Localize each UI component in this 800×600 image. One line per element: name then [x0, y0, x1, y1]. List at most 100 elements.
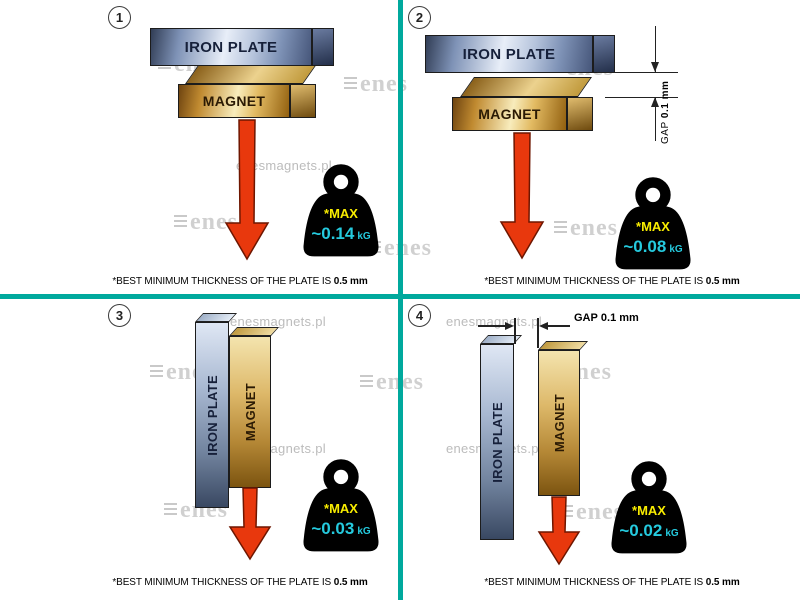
- panel-4-number: 4: [408, 304, 431, 327]
- iron-plate-label: IRON PLATE: [204, 374, 220, 456]
- gap-label: GAP 0.1 mm: [574, 312, 639, 324]
- weight-icon: *MAX ~0.08 kG: [610, 174, 696, 276]
- magnet-top-face: [229, 327, 280, 336]
- footnote-bold: 0.5 mm: [705, 577, 740, 588]
- logo-bars-icon: [554, 221, 567, 236]
- magnet-top-face: [538, 341, 589, 350]
- iron-plate: IRON PLATE: [150, 28, 312, 66]
- magnet-side: [567, 97, 593, 131]
- logo-bars-icon: [150, 365, 163, 380]
- iron-plate-side: [593, 35, 615, 73]
- iron-plate: IRON PLATE: [480, 344, 514, 540]
- iron-plate-label: IRON PLATE: [184, 38, 278, 56]
- weight-max-label: *MAX: [324, 500, 358, 516]
- gap-word: GAP: [660, 121, 671, 144]
- weight-icon: *MAX ~0.03 kG: [298, 456, 384, 558]
- logo-text: enes: [570, 215, 618, 241]
- footnote: *BEST MINIMUM THICKNESS OF THE PLATE IS …: [50, 577, 430, 588]
- pull-force-arrow: [498, 132, 546, 265]
- magnet-label: MAGNET: [242, 382, 258, 442]
- magnet-label: MAGNET: [202, 93, 266, 109]
- extension-line: [605, 97, 678, 98]
- dimension-arrow-down-icon: [651, 62, 659, 72]
- weight-icon: *MAX ~0.02 kG: [606, 458, 692, 560]
- watermark-site: enesmagnets.pl: [446, 314, 542, 329]
- weight-value: ~0.08 kG: [610, 237, 696, 257]
- magnet: MAGNET: [538, 350, 580, 496]
- weight-value: ~0.03 kG: [298, 519, 384, 539]
- watermark-site: enesmagnets.pl: [230, 314, 326, 329]
- iron-plate: IRON PLATE: [195, 322, 229, 508]
- pull-force-arrow: [537, 496, 581, 571]
- footnote: *BEST MINIMUM THICKNESS OF THE PLATE IS …: [422, 276, 800, 287]
- gap-value: 0.1 mm: [660, 80, 671, 119]
- iron-plate-side: [312, 28, 334, 66]
- magnet-label: MAGNET: [551, 393, 567, 453]
- weight-value-number: ~0.03: [311, 519, 355, 539]
- dimension-line: [655, 26, 656, 73]
- footnote-bold: 0.5 mm: [333, 276, 368, 287]
- panel-1-number: 1: [108, 6, 131, 29]
- extension-line: [514, 318, 516, 344]
- divider-vertical: [398, 0, 403, 600]
- iron-plate-label: IRON PLATE: [489, 401, 505, 483]
- extension-line: [537, 318, 539, 348]
- watermark-logo: enes: [164, 498, 228, 522]
- weight-max-label: *MAX: [324, 205, 358, 221]
- weight-value-unit: kG: [357, 526, 371, 538]
- panel-2-number: 2: [408, 6, 431, 29]
- weight-value-unit: kG: [357, 231, 371, 243]
- weight-value-unit: kG: [665, 528, 679, 540]
- footnote-bold: 0.5 mm: [333, 577, 368, 588]
- footnote-text: *BEST MINIMUM THICKNESS OF THE PLATE IS: [112, 276, 334, 287]
- magnet: MAGNET: [178, 84, 290, 118]
- weight-icon: *MAX ~0.14 kG: [298, 161, 384, 263]
- divider-horizontal: [0, 294, 800, 299]
- magnet: MAGNET: [229, 336, 271, 488]
- gap-value: 0.1 mm: [600, 312, 639, 324]
- magnet-top-face: [185, 64, 318, 84]
- weight-max-label: *MAX: [632, 502, 666, 518]
- magnet: MAGNET: [452, 97, 567, 131]
- footnote-text: *BEST MINIMUM THICKNESS OF THE PLATE IS: [484, 276, 706, 287]
- dimension-line: [478, 325, 506, 327]
- panel-3-number: 3: [108, 304, 131, 327]
- watermark-logo: enes: [554, 216, 618, 240]
- weight-value: ~0.02 kG: [606, 521, 692, 541]
- leader-line: [548, 325, 570, 327]
- magnet-top-face: [460, 77, 593, 97]
- iron-plate-top-face: [480, 335, 523, 344]
- weight-value-number: ~0.14: [311, 224, 355, 244]
- logo-bars-icon: [360, 375, 373, 390]
- footnote-text: *BEST MINIMUM THICKNESS OF THE PLATE IS: [112, 577, 334, 588]
- footnote-text: *BEST MINIMUM THICKNESS OF THE PLATE IS: [484, 577, 706, 588]
- logo-text: enes: [190, 209, 238, 235]
- logo-bars-icon: [164, 503, 177, 518]
- dimension-arrow-right-icon: [505, 322, 514, 330]
- weight-value-number: ~0.08: [623, 237, 667, 257]
- dimension-arrow-left-icon: [539, 322, 548, 330]
- iron-plate-label: IRON PLATE: [462, 45, 556, 63]
- logo-bars-icon: [344, 77, 357, 92]
- weight-value: ~0.14 kG: [298, 224, 384, 244]
- footnote: *BEST MINIMUM THICKNESS OF THE PLATE IS …: [50, 276, 430, 287]
- magnet-side: [290, 84, 316, 118]
- watermark-logo: enes: [360, 370, 424, 394]
- logo-text: enes: [384, 235, 432, 261]
- extension-line: [597, 72, 678, 73]
- footnote: *BEST MINIMUM THICKNESS OF THE PLATE IS …: [422, 577, 800, 588]
- pull-force-arrow: [223, 119, 271, 266]
- weight-value-unit: kG: [669, 244, 683, 256]
- weight-max-label: *MAX: [636, 218, 670, 234]
- dimension-line: [655, 97, 656, 141]
- dimension-arrow-up-icon: [651, 97, 659, 107]
- magnet-label: MAGNET: [478, 106, 541, 122]
- pull-force-arrow: [228, 487, 272, 566]
- gap-label: GAP 0.1 mm: [660, 48, 671, 144]
- weight-value-number: ~0.02: [619, 521, 663, 541]
- iron-plate: IRON PLATE: [425, 35, 593, 73]
- footnote-bold: 0.5 mm: [705, 276, 740, 287]
- watermark-logo: enes: [174, 210, 238, 234]
- watermark-site: enesmagnets.pl: [236, 158, 332, 173]
